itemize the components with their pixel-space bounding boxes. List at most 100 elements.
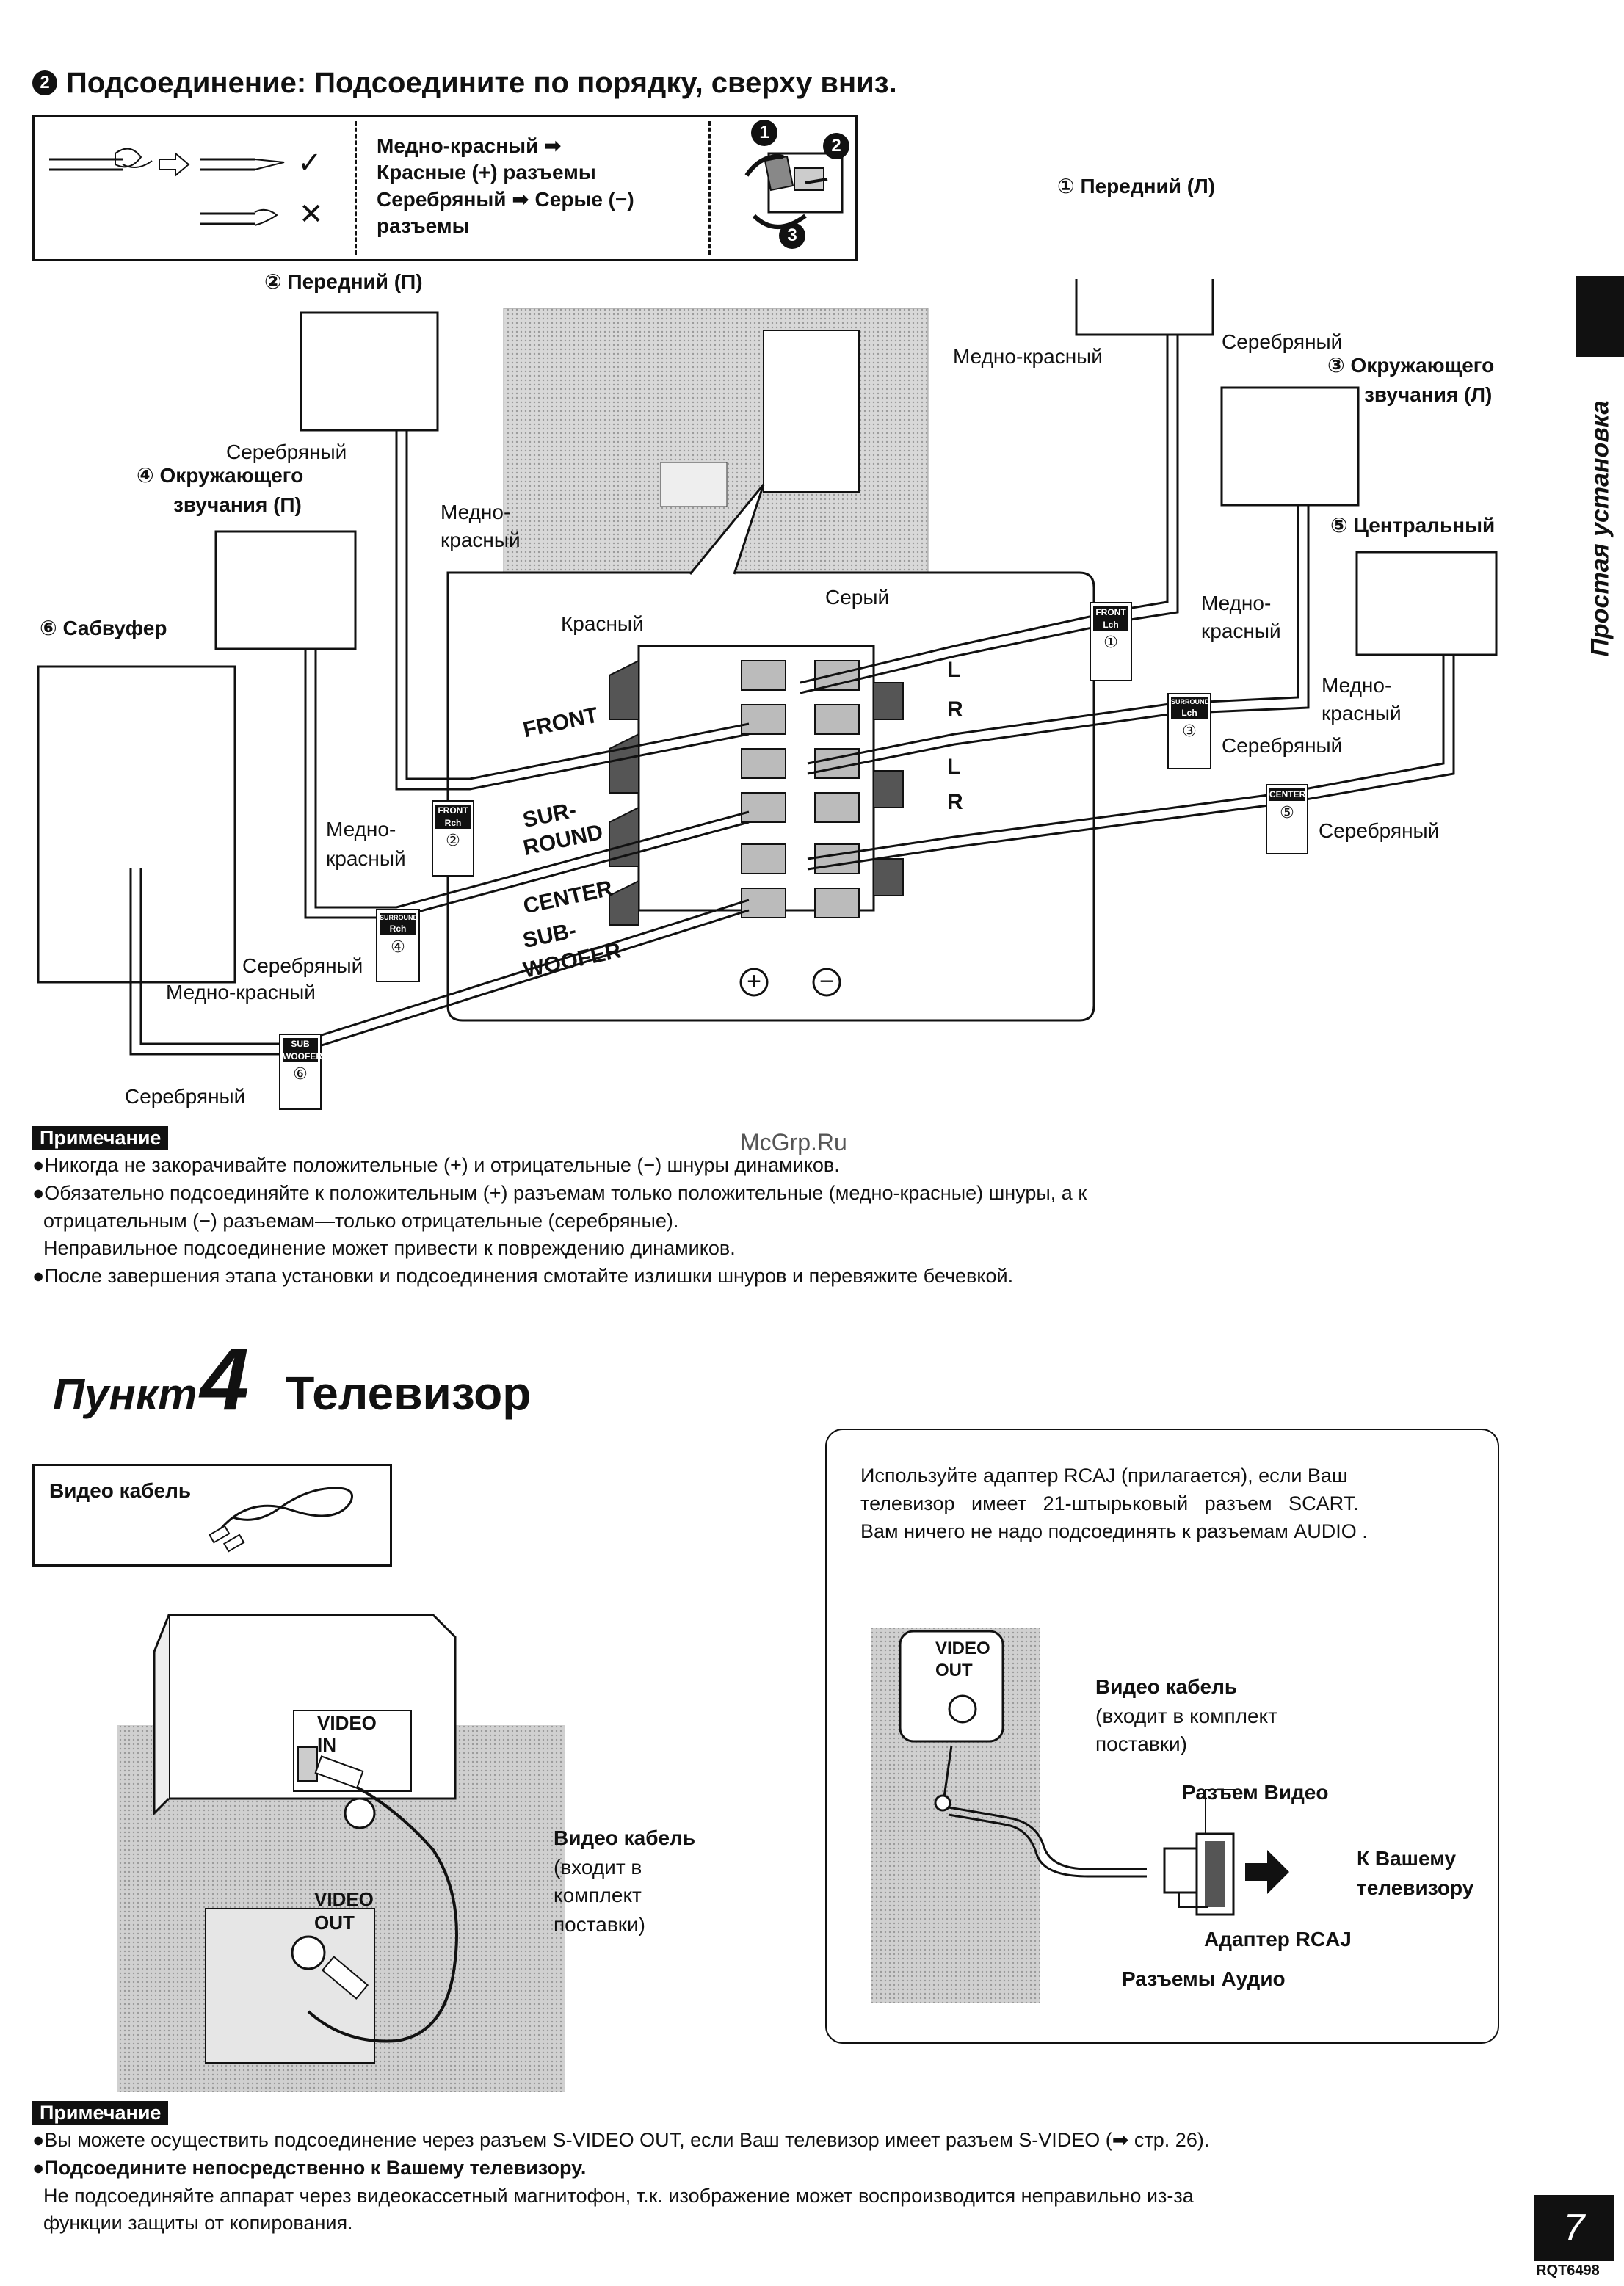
wire-label-copper-fr-1: Медно- (441, 501, 511, 523)
label-surround-left-1: ③ Окружающего (1327, 354, 1495, 377)
video-cable-icon (208, 1487, 353, 1553)
step-badge: 2 (32, 70, 57, 95)
tv-cable-label-3: комплект (554, 1884, 642, 1906)
video-cable-box: Видео кабель (32, 1464, 392, 1567)
terminal-plus: + (747, 968, 761, 995)
wire-rule-line-1: Медно-красный ➡ (377, 134, 562, 157)
page-number-box: 7 (1534, 2195, 1614, 2261)
watermark: McGrp.Ru (740, 1129, 847, 1155)
box-divider-2 (708, 121, 711, 255)
note-1-item: Неправильное подсоединение может привест… (32, 1237, 736, 1260)
step-1-badge: 1 (751, 120, 777, 146)
wire-label-copper-c-2: красный (1322, 702, 1402, 725)
rcaj-to-tv-2: телевизору (1357, 1876, 1474, 1899)
rcaj-box: Используйте адаптер RCAJ (прилагается), … (825, 1429, 1499, 2044)
rcaj-audio-jacks-label: Разъемы Аудио (1122, 1967, 1286, 1990)
rcaj-text-line-3: Вам ничего не надо подсоединять к разъем… (860, 1520, 1368, 1542)
wire-label-copper-sw: Медно-красный (166, 981, 316, 1004)
wire-label-copper-sl-1: Медно- (1201, 592, 1272, 614)
tv-cable-label-4: поставки) (554, 1913, 645, 1936)
rcaj-adapter-label: Адаптер RCAJ (1204, 1928, 1352, 1951)
terminal-l-1: L (947, 658, 961, 682)
wire-rule-line-3: Серебряный ➡ Серые (−) (377, 187, 634, 211)
unit-video-out-1: VIDEO (314, 1888, 374, 1910)
page-title: Подсоединение: Подсоедините по порядку, … (66, 66, 897, 99)
wire-rule-line-2: Красные (+) разъемы (377, 161, 596, 184)
rcaj-cable-label-3: поставки) (1095, 1732, 1187, 1755)
rcaj-text-line-1: Используйте адаптер RCAJ (прилагается), … (860, 1465, 1348, 1487)
tv-video-in-2: IN (317, 1734, 336, 1756)
note-1-item: ●После завершения этапа установки и подс… (32, 1265, 1014, 1288)
note-1-list: ●Никогда не закорачивайте положительные … (32, 1152, 1559, 1291)
note-1: Примечание ●Никогда не закорачивайте пол… (32, 1126, 1559, 1291)
wire-label-red: Красный (561, 612, 644, 635)
wire-label-silver-sr: Серебряный (242, 954, 363, 977)
section-number: 4 (200, 1330, 250, 1429)
rcaj-cable-label-2: (входит в комплект (1095, 1705, 1277, 1727)
wire-label-silver-fr: Серебряный (226, 440, 347, 463)
section-word: Пункт (53, 1370, 197, 1419)
rcaj-video-jack-label: Разъем Видео (1182, 1781, 1329, 1804)
label-front-left: ① Передний (Л) (1057, 175, 1216, 197)
wire-label-silver-sl: Серебряный (1222, 734, 1343, 757)
rcaj-video-out-1: VIDEO (935, 1639, 990, 1658)
section-heading: 2 Подсоединение: Подсоедините по порядку… (32, 65, 897, 101)
cross-mark: ✕ (299, 198, 324, 231)
terminal-minus: − (819, 968, 834, 995)
note-2-item: ●Вы можете осуществить подсоединение чер… (32, 2129, 1210, 2151)
box-divider-1 (355, 121, 357, 255)
note-2-item: Не подсоединяйте аппарат через видеокасс… (32, 2184, 1194, 2207)
note-2-item: функции защиты от копирования. (32, 2212, 353, 2235)
tv-cable-label-2: (входит в (554, 1856, 642, 1879)
wire-strip-illustration (49, 148, 285, 226)
doc-code: RQT6498 (1536, 2263, 1600, 2279)
rcaj-to-tv-1: К Вашему (1357, 1847, 1457, 1870)
note-1-item: отрицательным (−) разъемам—только отрица… (32, 1209, 679, 1232)
label-surround-right-2: звучания (П) (173, 493, 302, 516)
wire-label-copper-fr-2: красный (441, 529, 521, 551)
wire-label-silver-fl: Серебряный (1222, 330, 1343, 353)
note-2-list: ●Вы можете осуществить подсоединение чер… (32, 2127, 1530, 2238)
section-4-heading: Пункт 4 Телевизор (53, 1329, 531, 1430)
note-2: Примечание ●Вы можете осуществить подсое… (32, 2101, 1530, 2238)
tv-connection-diagram (117, 1614, 565, 2092)
check-mark: ✓ (297, 147, 322, 179)
label-subwoofer: ⑥ Сабвуфер (40, 617, 167, 639)
terminal-r-2: R (947, 790, 963, 814)
terminal-r-1: R (947, 697, 963, 722)
wire-rule-line-4: разъемы (377, 214, 470, 238)
rcaj-text-line-2: телевизор имеет 21-штырьковый разъем SCA… (860, 1492, 1359, 1514)
step-2-badge: 2 (823, 133, 849, 159)
wire-label-copper-c-1: Медно- (1322, 674, 1392, 697)
wire-label-silver-sw: Серебряный (125, 1085, 246, 1108)
wire-label-copper-sl-2: красный (1201, 620, 1281, 642)
tv-cable-label-1: Видео кабель (554, 1826, 696, 1849)
rcaj-cable-label-1: Видео кабель (1095, 1675, 1238, 1698)
label-surround-left-2: звучания (Л) (1364, 383, 1493, 406)
rcaj-video-out-2: OUT (935, 1661, 973, 1680)
rcaj-text: Используйте адаптер RCAJ (прилагается), … (860, 1462, 1470, 1545)
side-tab-block (1576, 276, 1624, 357)
wire-label-silver-c: Серебряный (1319, 819, 1440, 842)
wire-label-copper-sr-2: красный (326, 847, 406, 870)
rcaj-diagram (871, 1628, 1289, 2003)
step-3-badge: 3 (779, 222, 805, 249)
note-1-item: ●Обязательно подсоединяйте к положительн… (32, 1181, 1087, 1204)
lever-clip-illustration (744, 152, 844, 229)
terminal-l-2: L (947, 755, 961, 779)
label-surround-right-1: ④ Окружающего (137, 464, 304, 487)
unit-video-out-2: OUT (314, 1912, 355, 1934)
note-2-item: ●Подсоедините непосредственно к Вашему т… (32, 2156, 587, 2179)
video-cable-label: Видео кабель (49, 1479, 192, 1502)
label-center: ⑤ Центральный (1330, 514, 1496, 537)
note-1-tag: Примечание (32, 1126, 169, 1150)
note-2-tag: Примечание (32, 2101, 169, 2125)
wire-label-gray: Серый (825, 586, 890, 609)
wire-label-copper-sr-1: Медно- (326, 818, 396, 841)
note-1-item: ●Никогда не закорачивайте положительные … (32, 1154, 840, 1176)
